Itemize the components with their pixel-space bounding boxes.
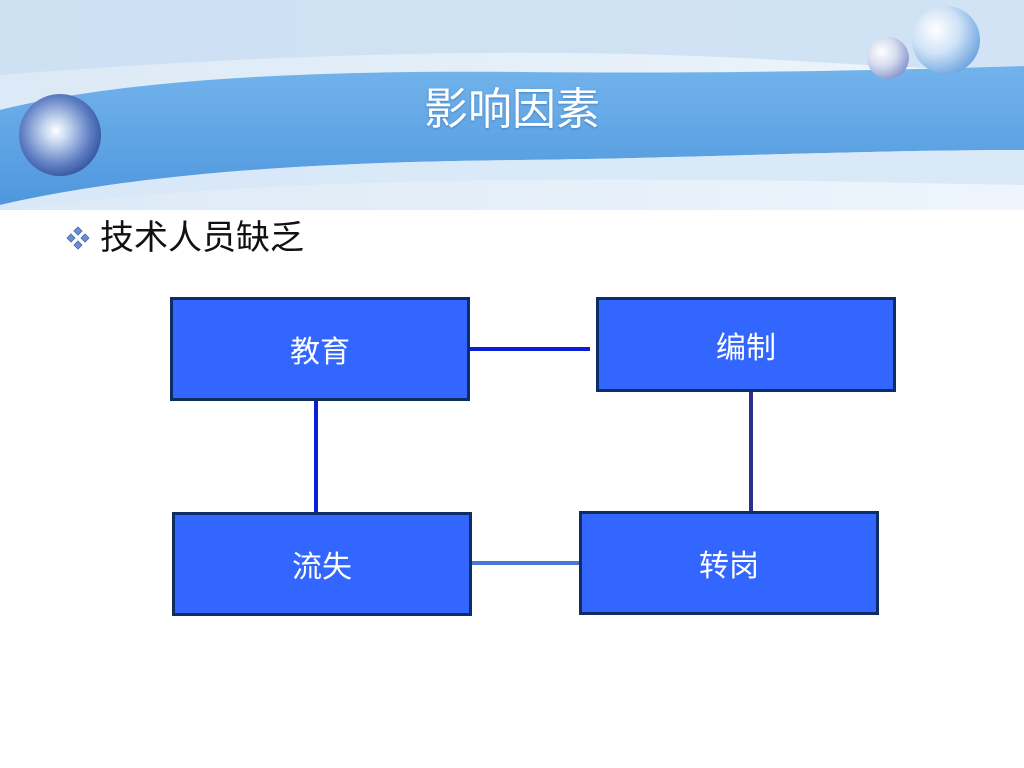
slide-title: 影响因素 [424,84,600,135]
node-staffing: 编制 [596,297,896,392]
node-reassignment-label: 转岗 [699,549,759,584]
header-banner [0,0,1024,210]
bullet-item: 技术人员缺乏 [62,214,304,262]
node-staffing-label: 编制 [716,330,776,366]
diamond-bullet-icon [66,226,90,250]
node-education-label: 教育 [290,335,350,370]
node-education: 教育 [170,297,470,401]
glossy-sphere-icon [867,37,909,79]
bullet-text: 技术人员缺乏 [100,218,304,258]
glossy-sphere-icon [19,94,101,176]
node-attrition: 流失 [172,512,472,616]
glossy-sphere-icon [912,6,980,74]
node-reassignment: 转岗 [579,511,879,615]
node-attrition-label: 流失 [292,550,352,585]
